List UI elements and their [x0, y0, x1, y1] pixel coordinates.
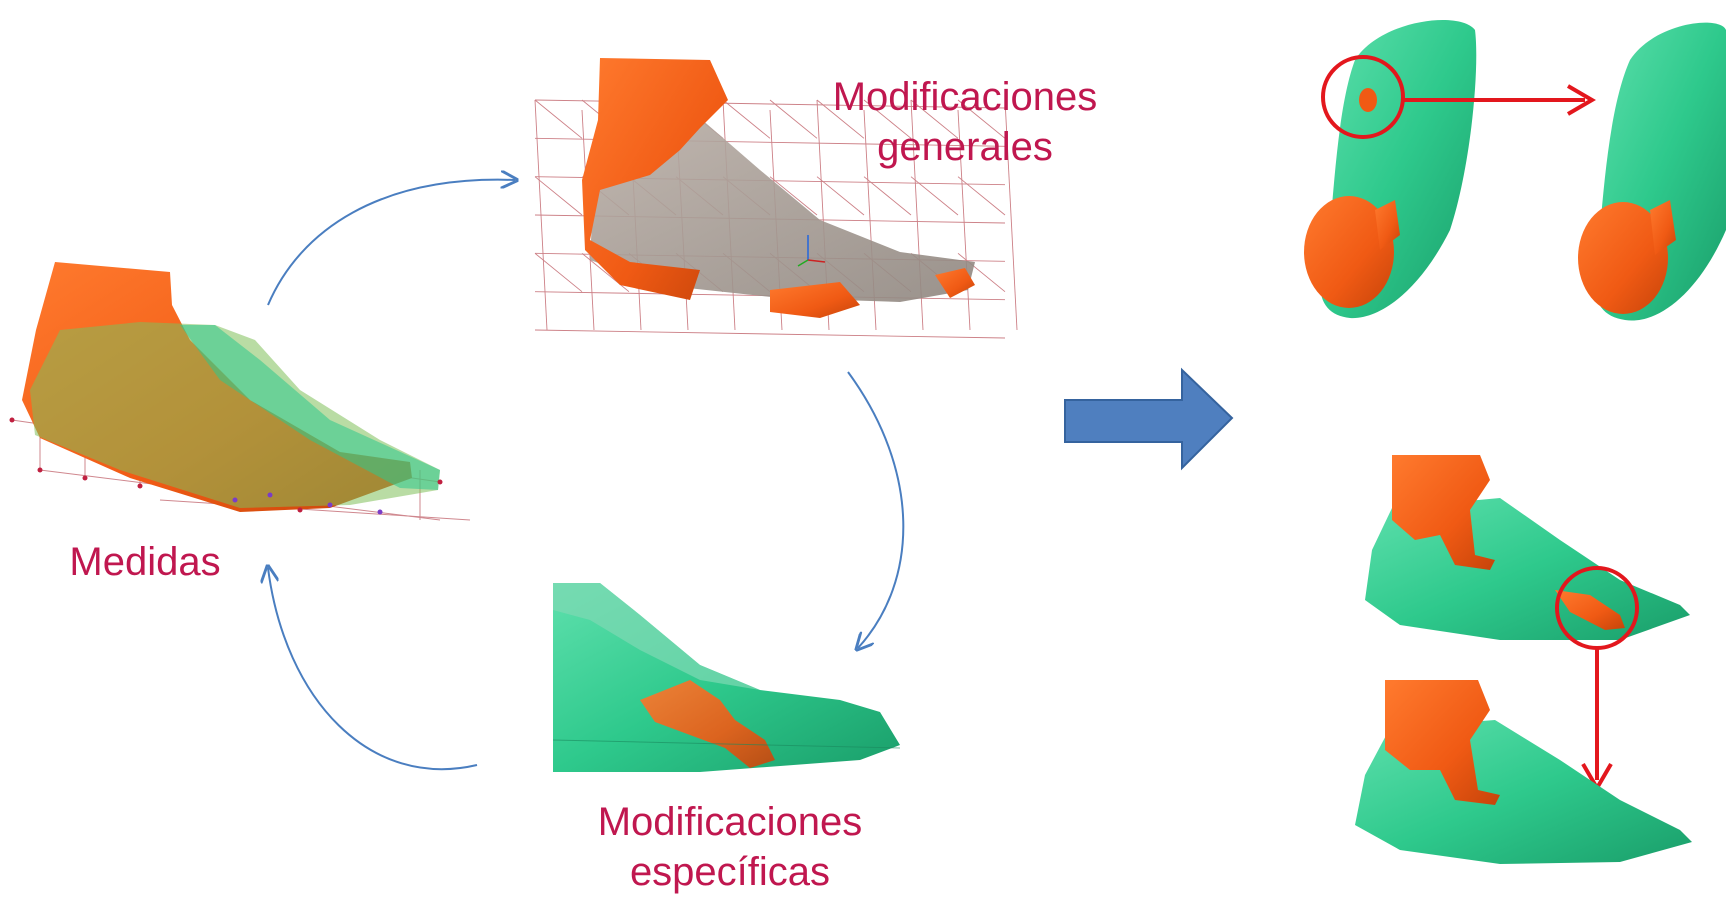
last-side-before	[1365, 455, 1690, 640]
label-medidas: Medidas	[69, 540, 220, 584]
label-general-line2: generales	[877, 125, 1053, 169]
highlight-circle-bump-top	[1321, 55, 1405, 139]
result-arrow	[1064, 367, 1234, 471]
last-top-before	[1304, 20, 1477, 319]
general-modifications-model	[534, 58, 1018, 339]
measurements-foot-model	[9, 262, 471, 521]
label-general-line1: Modificaciones	[833, 75, 1098, 119]
last-top-after	[1578, 22, 1726, 321]
label-specific-line1: Modificaciones	[598, 800, 863, 844]
cycle-arrow-top	[267, 180, 515, 306]
specific-modifications-model	[552, 583, 901, 772]
cycle-arrow-right	[847, 371, 905, 648]
cycle-arrow-bottom-left	[268, 568, 478, 771]
last-side-after	[1355, 680, 1692, 864]
label-specific-line2: específicas	[630, 850, 830, 894]
